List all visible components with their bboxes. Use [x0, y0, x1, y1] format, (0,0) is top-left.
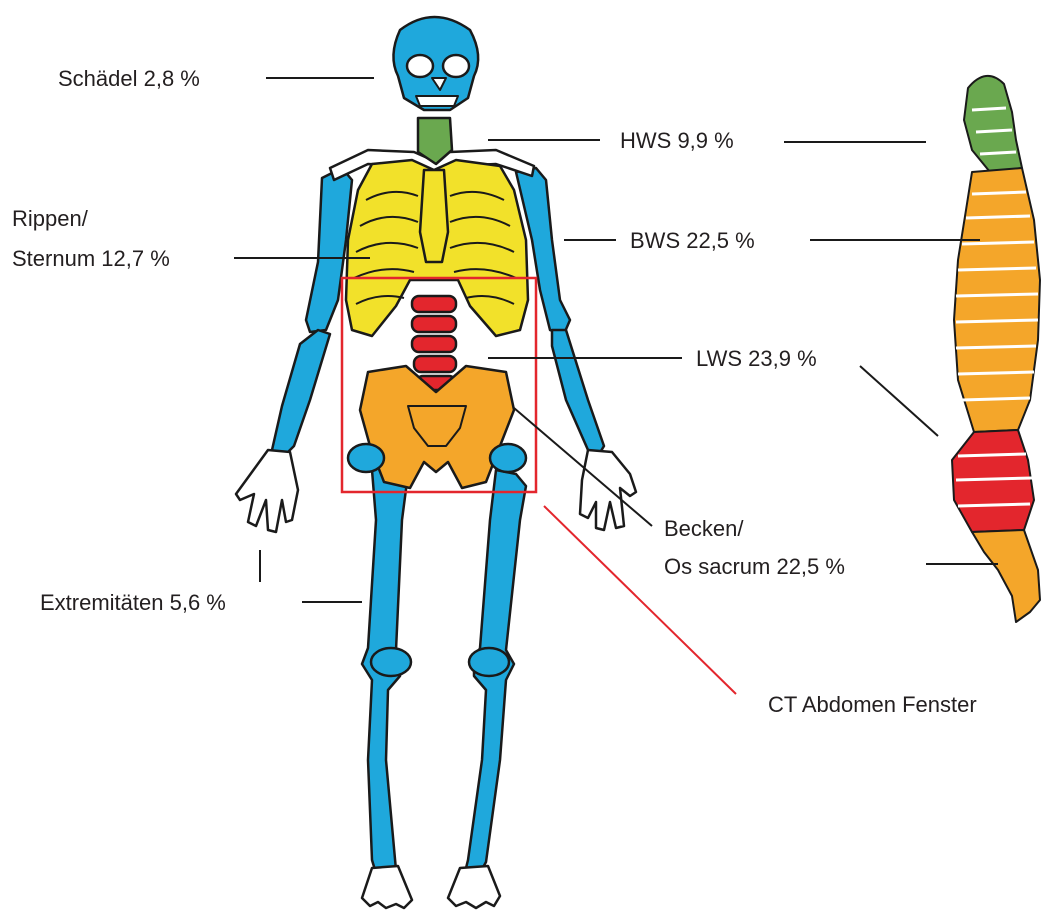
label-hws: HWS 9,9 %	[620, 128, 734, 153]
thoracic-segment	[954, 168, 1040, 432]
label-bws: BWS 22,5 %	[630, 228, 755, 253]
sacrum-segment	[972, 530, 1040, 622]
label-schaedel: Schädel 2,8 %	[58, 66, 200, 91]
sternum	[420, 170, 448, 262]
skeleton-figure	[236, 17, 636, 908]
label-becken-line1: Becken/	[664, 516, 744, 541]
label-extremitaeten: Extremitäten 5,6 %	[40, 590, 226, 615]
label-lws: LWS 23,9 %	[696, 346, 817, 371]
spine-lateral	[952, 76, 1040, 622]
feet	[362, 866, 500, 908]
label-rippen-line1: Rippen/	[12, 206, 89, 231]
cervical-segment	[964, 76, 1022, 172]
leg-bones	[362, 462, 526, 880]
label-ct-window: CT Abdomen Fenster	[768, 692, 977, 717]
label-rippen-line2: Sternum 12,7 %	[12, 246, 170, 271]
skull	[393, 17, 478, 110]
label-becken-line2: Os sacrum 22,5 %	[664, 554, 845, 579]
